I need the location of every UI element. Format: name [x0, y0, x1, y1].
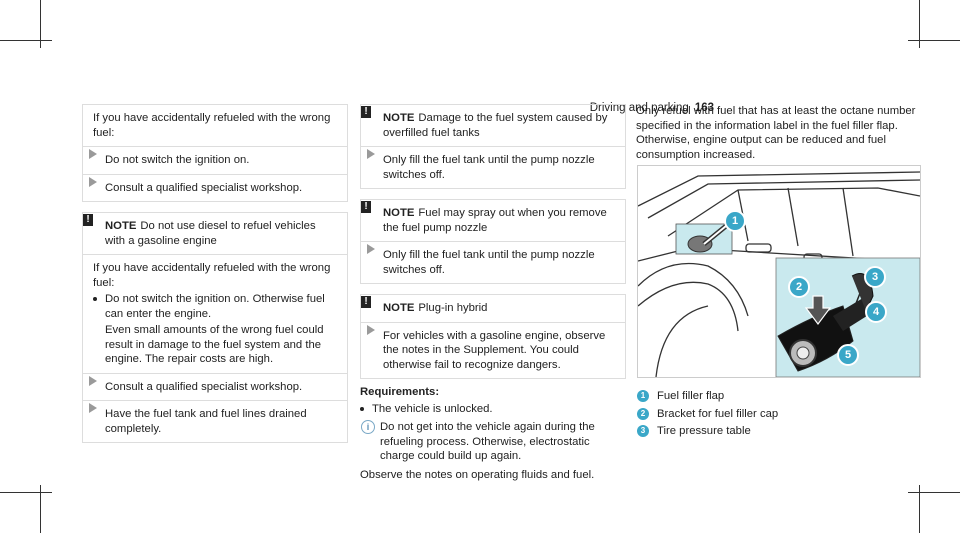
- warning-icon: !: [361, 296, 371, 308]
- warning-icon: !: [361, 106, 371, 118]
- wrong-fuel-intro-seg: If you have accidentally refueled with t…: [83, 105, 347, 147]
- crop-mark: [40, 0, 41, 48]
- step-text: Have the fuel tank and fuel lines draine…: [105, 408, 307, 435]
- octane-intro: Only refuel with fuel that has at least …: [636, 105, 916, 161]
- crop-mark: [919, 485, 920, 533]
- wrong-fuel-intro: If you have accidentally refueled with t…: [93, 112, 331, 139]
- requirement-text: The vehicle is unlocked.: [372, 402, 493, 415]
- step-text: Consult a qualified specialist workshop.: [105, 181, 303, 194]
- figure-legend: 1 Fuel filler flap 2 Bracket for fuel fi…: [637, 389, 778, 442]
- running-header: Driving and parking 163: [590, 101, 714, 116]
- note-label: NOTE: [383, 207, 415, 219]
- action-step: Only fill the fuel tank until the pump n…: [361, 242, 625, 283]
- step-text: For vehicles with a gasoline engine, obs…: [383, 329, 606, 371]
- info-icon: i: [361, 420, 375, 434]
- observe-text: Observe the notes on operating fluids an…: [360, 468, 595, 481]
- bullet-dot: [93, 297, 97, 301]
- arrow-icon: [367, 244, 375, 254]
- note-text: Fuel may spray out when you remove the f…: [383, 207, 607, 234]
- action-step: Do not switch the ignition on.: [83, 147, 347, 175]
- note-label: NOTE: [383, 112, 415, 124]
- note-text: Plug-in hybrid: [418, 302, 488, 314]
- arrow-icon: [89, 403, 97, 413]
- step-text: Consult a qualified specialist workshop.: [105, 380, 303, 393]
- crop-mark: [908, 40, 960, 41]
- info-text: Do not get into the vehicle again during…: [380, 421, 595, 462]
- wrong-fuel-box: If you have accidentally refueled with t…: [82, 104, 348, 202]
- action-step: Consult a qualified specialist workshop.: [83, 374, 347, 401]
- warning-icon: !: [83, 214, 93, 226]
- bullet-dot: [360, 406, 364, 411]
- action-step: Consult a qualified specialist workshop.: [83, 175, 347, 202]
- requirement-item: The vehicle is unlocked.: [360, 402, 626, 417]
- arrow-icon: [367, 149, 375, 159]
- note-body: If you have accidentally refueled with t…: [83, 255, 347, 374]
- bullet-item: Do not switch the ignition on. Otherwise…: [93, 292, 337, 321]
- bullet-text: Do not switch the ignition on. Otherwise…: [105, 293, 325, 320]
- column-1: If you have accidentally refueled with t…: [82, 104, 348, 443]
- legend-number: 1: [637, 390, 649, 402]
- legend-item: 3 Tire pressure table: [637, 424, 778, 439]
- requirements-heading: Requirements:: [360, 386, 440, 398]
- callout-4: 4: [865, 301, 887, 323]
- info-note: i Do not get into the vehicle again duri…: [360, 420, 626, 464]
- callout-2: 2: [788, 276, 810, 298]
- note-text: Damage to the fuel system caused by over…: [383, 112, 608, 139]
- arrow-icon: [89, 176, 97, 187]
- section-title: Driving and parking: [589, 102, 689, 114]
- legend-item: 1 Fuel filler flap: [637, 389, 778, 404]
- legend-label: Bracket for fuel filler cap: [657, 407, 779, 420]
- legend-number: 2: [637, 407, 649, 420]
- crop-mark: [0, 492, 52, 493]
- note-intro: If you have accidentally refueled with t…: [93, 262, 331, 289]
- legend-number: 3: [637, 425, 649, 437]
- crop-mark: [919, 0, 920, 48]
- bullet-continuation: Even small amounts of the wrong fuel cou…: [105, 324, 324, 365]
- legend-item: 2 Bracket for fuel filler cap: [637, 407, 778, 422]
- crop-mark: [0, 40, 52, 41]
- note-text: Do not use diesel to refuel vehicles wit…: [105, 220, 316, 247]
- fuel-filler-figure: 1 2 3 4 5: [637, 165, 921, 378]
- action-step: For vehicles with a gasoline engine, obs…: [361, 323, 625, 379]
- callout-3: 3: [864, 266, 886, 288]
- crop-mark: [908, 492, 960, 493]
- page-number: 163: [694, 102, 714, 114]
- legend-label: Tire pressure table: [657, 425, 751, 437]
- note-label: NOTE: [105, 220, 137, 232]
- crop-mark: [40, 485, 41, 533]
- note-label: NOTE: [383, 302, 415, 314]
- step-text: Only fill the fuel tank until the pump n…: [383, 249, 595, 276]
- warning-icon: !: [361, 201, 371, 213]
- arrow-icon: [89, 375, 97, 386]
- step-text: Only fill the fuel tank until the pump n…: [383, 154, 595, 181]
- callout-5: 5: [837, 344, 859, 366]
- column-3: Only refuel with fuel that has at least …: [636, 104, 920, 166]
- action-step: Only fill the fuel tank until the pump n…: [361, 147, 625, 188]
- arrow-icon: [89, 149, 97, 159]
- arrow-icon: [367, 324, 375, 335]
- callout-1: 1: [724, 210, 746, 232]
- step-text: Do not switch the ignition on.: [105, 154, 250, 166]
- legend-label: Fuel filler flap: [657, 390, 725, 402]
- action-step: Have the fuel tank and fuel lines draine…: [83, 401, 347, 442]
